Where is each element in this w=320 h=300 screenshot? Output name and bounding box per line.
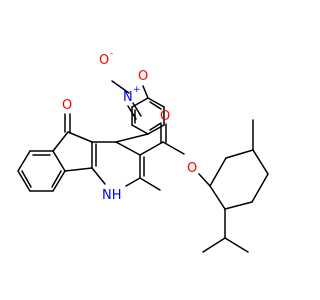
bond-c4a-c5 (67, 131, 93, 143)
bond-ring-f-inner (149, 101, 162, 110)
isopropyl-group (202, 208, 249, 253)
bond-cy-f (209, 185, 226, 210)
benzo-ring (17, 150, 66, 192)
ester-group: O O (139, 109, 211, 187)
ester-o-single-label: O (187, 161, 197, 176)
nitrophenyl-ring (131, 97, 165, 135)
bond-benzo-c (17, 170, 31, 192)
bond-cy-a (209, 157, 227, 187)
structure-canvas: O - N + O NH O (17, 49, 269, 253)
ester-o-double-label: O (160, 109, 170, 124)
bond-ring-d-inner (149, 122, 162, 131)
bond-c2-n1 (125, 177, 141, 187)
bond-benzo-b (17, 150, 31, 172)
nitro-o-minus-charge: - (110, 49, 113, 59)
nitro-o-minus-label: O (99, 53, 109, 68)
bond-cy-b (225, 149, 254, 159)
bond-ring-f (147, 97, 165, 108)
bond-c5-c5a (52, 131, 69, 152)
bond-ring-c (131, 124, 149, 135)
dihydropyridine-ring (91, 141, 145, 187)
bond-c9b-c9a (64, 167, 93, 172)
nitro-n-charge: + (133, 85, 141, 95)
molecule-drawing: O - N + O NH O (17, 49, 269, 253)
bond-ring-a (131, 97, 149, 108)
ketone-o-label: O (62, 98, 72, 113)
bond-n1-c9a (91, 167, 106, 185)
menthyl-ring (209, 119, 269, 210)
nitro-o-double-label: O (138, 69, 148, 84)
bond-benzo-e-inner (51, 170, 62, 188)
nitro-group: O - N + O (99, 49, 149, 120)
bond-phenyl-c4 (115, 133, 149, 143)
bond-c4-c3 (115, 141, 141, 156)
bond-iso-b (202, 237, 226, 253)
bond-iso-c (224, 237, 249, 253)
bond-cy-d (251, 173, 269, 203)
bond-n-o-minus (111, 80, 130, 94)
bond-carbonyl-o (162, 141, 185, 155)
bond-n-ring (142, 85, 149, 99)
nitro-n-label: N (123, 90, 133, 105)
bond-cy-e (224, 201, 253, 210)
bond-benzo-c-inner (21, 170, 32, 188)
nh-label: NH (102, 188, 122, 203)
bond-o-cyclohexyl (198, 173, 211, 187)
bond-benzo-e (52, 170, 66, 192)
bond-c3-carbonyl (139, 141, 164, 156)
cyclopentanone-ring (52, 131, 93, 172)
bond-cy-c (252, 149, 269, 175)
bond-c5a-c9b (52, 150, 66, 172)
bond-methyl (139, 177, 161, 191)
